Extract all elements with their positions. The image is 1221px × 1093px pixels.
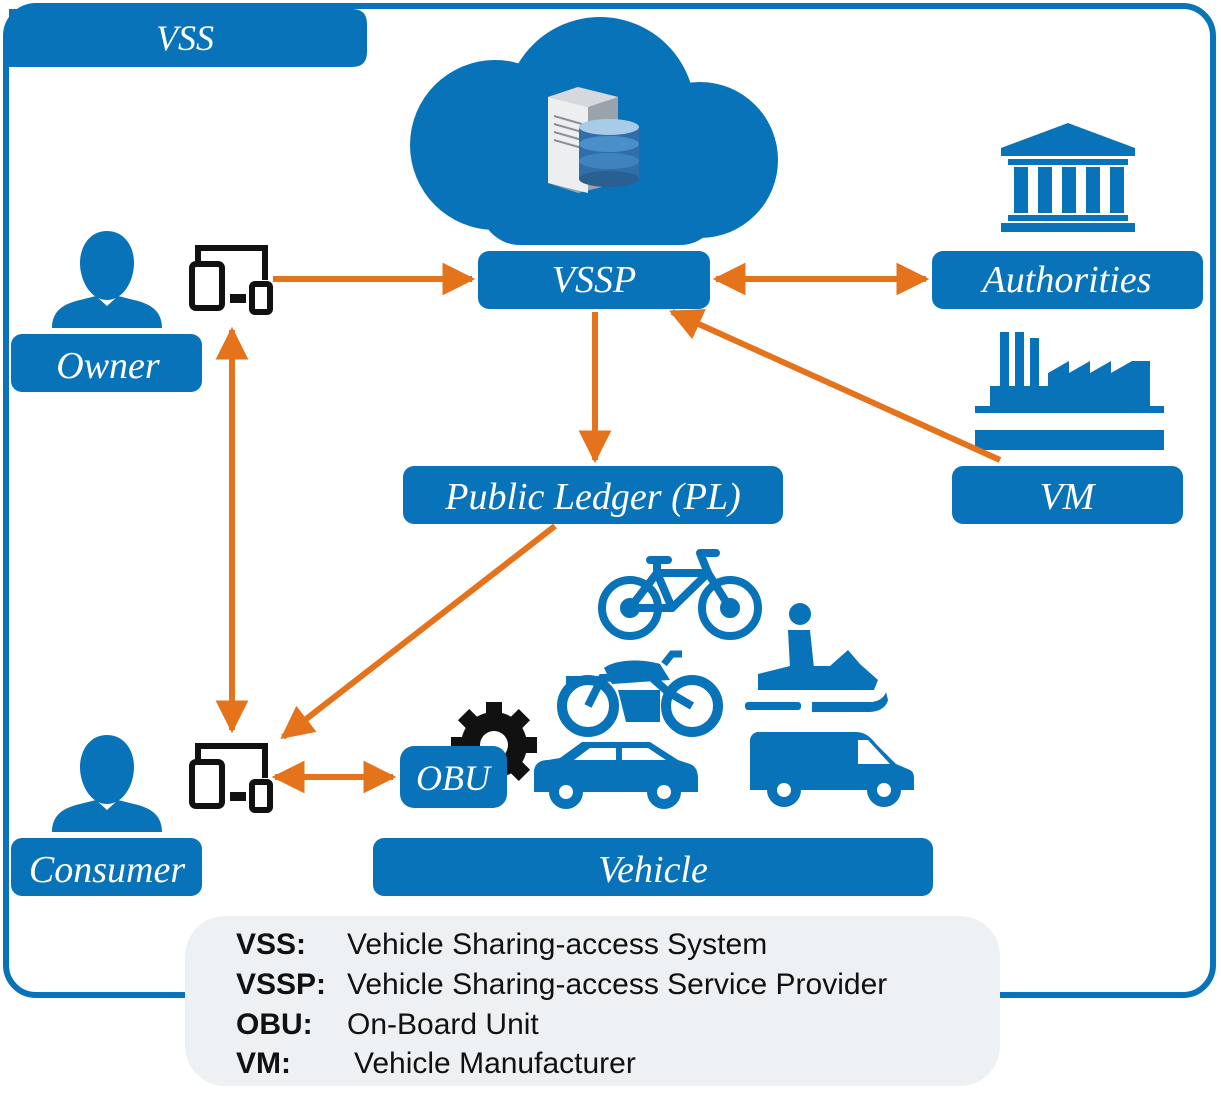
legend-abbr: VSSP: [236, 968, 326, 1001]
public-ledger-label: Public Ledger (PL) [444, 476, 741, 518]
arrow-ledger-to-consumer [280, 523, 557, 740]
connection-arrows [215, 262, 1002, 794]
van-icon [750, 732, 914, 807]
snowmobile-icon [745, 603, 888, 712]
owner-person-icon [52, 231, 162, 328]
bicycle-icon [598, 549, 762, 640]
authorities-label: Authorities [980, 259, 1152, 301]
legend-abbr: VSS: [236, 928, 306, 961]
government-building-icon [1001, 123, 1135, 232]
car-icon [534, 742, 698, 809]
vm-box [952, 466, 1183, 524]
consumer-label: Consumer [29, 849, 185, 891]
legend-panel [185, 916, 1000, 1086]
authorities-box [932, 251, 1203, 309]
legend-text: Vehicle Sharing-access System [347, 928, 767, 961]
legend: VSS: Vehicle Sharing-access System VSSP:… [236, 928, 887, 1080]
owner-box [11, 334, 202, 392]
obu-label: OBU [416, 758, 492, 798]
legend-text: Vehicle Manufacturer [354, 1047, 636, 1080]
owner-devices-icon [189, 245, 273, 315]
obu-box [400, 746, 507, 808]
vss-title: VSS [156, 18, 214, 58]
vm-label: VM [1040, 476, 1097, 518]
legend-abbr: OBU: [236, 1008, 313, 1041]
consumer-box [11, 838, 202, 896]
public-ledger-box [403, 466, 783, 524]
vehicle-label: Vehicle [598, 849, 708, 891]
consumer-person-icon [52, 735, 162, 832]
legend-abbr: VM: [236, 1047, 291, 1080]
owner-label: Owner [56, 345, 160, 387]
arrow-vm-to-vssp [668, 309, 1002, 463]
motorcycle-icon [557, 650, 723, 737]
consumer-devices-icon [189, 743, 273, 813]
server-database-icon [548, 87, 639, 193]
vssp-box [478, 251, 710, 309]
factory-icon [975, 332, 1164, 450]
vssp-label: VSSP [552, 259, 636, 301]
legend-text: On-Board Unit [347, 1008, 539, 1041]
legend-text: Vehicle Sharing-access Service Provider [347, 968, 887, 1001]
cloud-icon [410, 17, 778, 245]
vehicle-box [373, 838, 933, 896]
vss-title-tab [9, 9, 367, 67]
